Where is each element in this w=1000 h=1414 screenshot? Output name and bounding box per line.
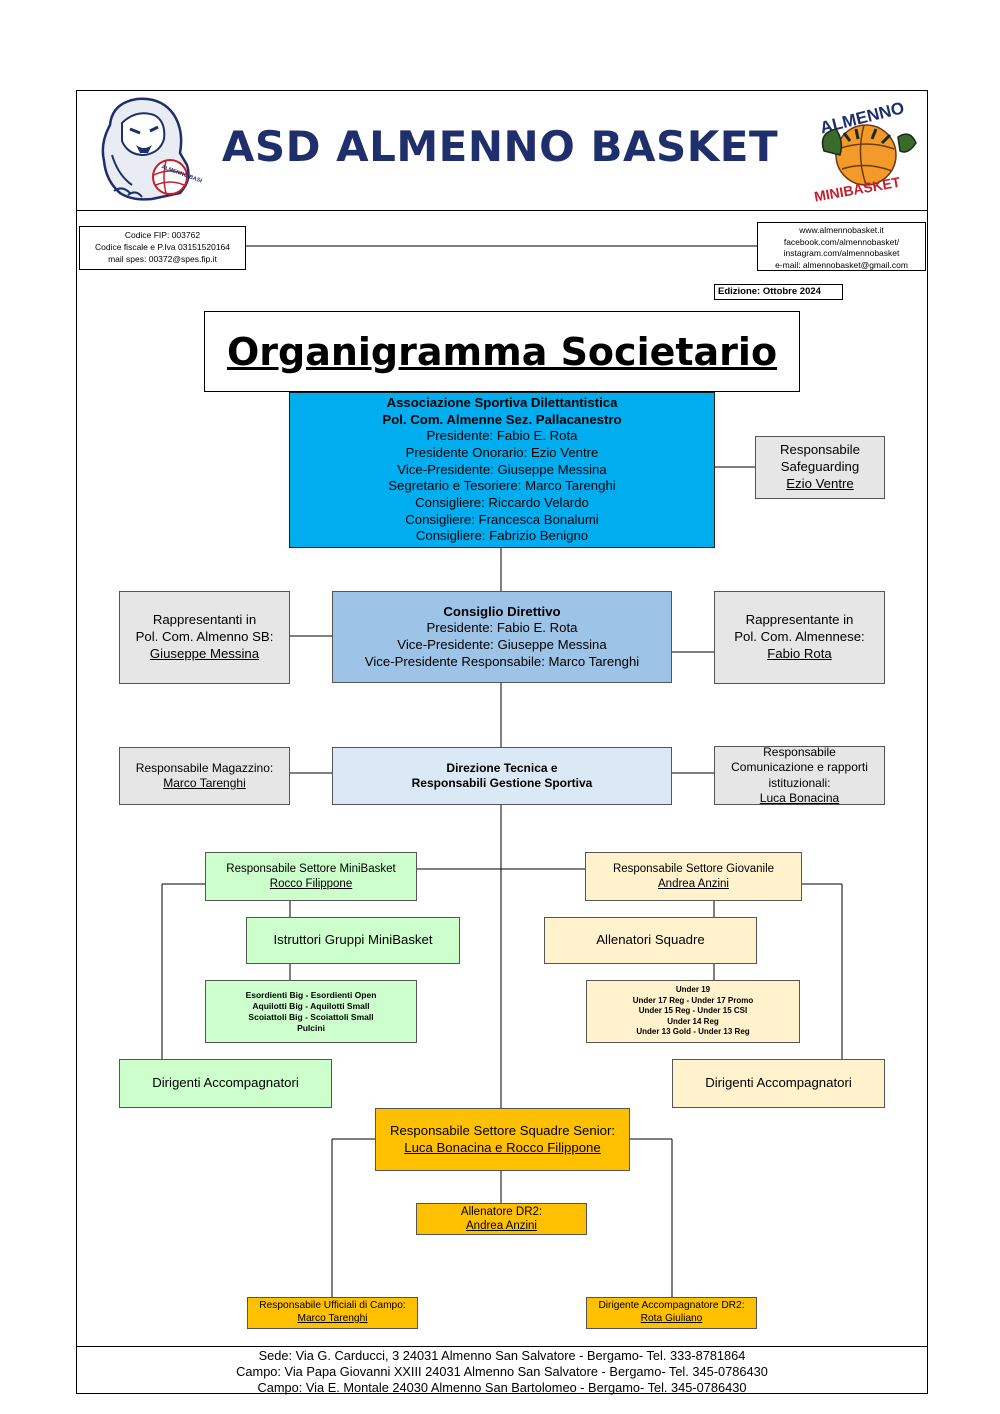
dirigenti-giovanile-label: Dirigenti Accompagnatori bbox=[705, 1075, 852, 1091]
asd-line: Consigliere: Francesca Bonalumi bbox=[405, 511, 599, 527]
consiglio-line: Presidente: Fabio E. Rota bbox=[426, 620, 578, 636]
dirigente-dr2-name: Rota Giuliano bbox=[640, 1313, 703, 1324]
footer-campo-1: Campo: Via Papa Giovanni XXIII 24031 Alm… bbox=[236, 1364, 768, 1379]
dirigenti-giovanile-box: Dirigenti Accompagnatori bbox=[672, 1059, 885, 1108]
asd-line: Segretario e Tesoriere: Marco Tarenghi bbox=[388, 478, 616, 494]
footer-addresses: Sede: Via G. Carducci, 3 24031 Almenno S… bbox=[76, 1348, 928, 1396]
club-contacts-box: www.almennobasket.it facebook.com/almenn… bbox=[757, 222, 926, 271]
consiglio-line: Vice-Presidente: Giuseppe Messina bbox=[397, 637, 607, 652]
spes-mail: mail spes: 00372@spes.fip.it bbox=[108, 254, 217, 264]
resp-senior-label: Responsabile Settore Squadre Senior: bbox=[389, 1122, 616, 1138]
safeguarding-label-2: Safeguarding bbox=[780, 459, 860, 475]
comunicazione-box: Responsabile Comunicazione e rapporti is… bbox=[714, 746, 885, 805]
dirigente-dr2-label: Dirigente Accompagnatore DR2: bbox=[598, 1300, 745, 1312]
resp-giovanile-name: Andrea Anzini bbox=[658, 877, 729, 890]
rappr-right-label-1: Rappresentante in bbox=[745, 612, 854, 628]
comunicazione-label-3: istituzionali: bbox=[768, 775, 831, 790]
org-chart-title: Organigramma Societario bbox=[204, 311, 800, 392]
rappr-left-label-2: Pol. Com. Almenno SB: bbox=[135, 629, 274, 645]
rappr-left-name: Giuseppe Messina bbox=[149, 645, 260, 661]
giovanile-group: Under 14 Reg bbox=[667, 1016, 719, 1026]
dirigenti-minibasket-box: Dirigenti Accompagnatori bbox=[119, 1059, 332, 1108]
allenatore-dr2-name: Andrea Anzini bbox=[466, 1220, 537, 1232]
club-codes-box: Codice FIP: 003762 Codice fiscale e P.Iv… bbox=[79, 226, 246, 270]
consiglio-direttivo-box: Consiglio Direttivo Presidente: Fabio E.… bbox=[332, 591, 672, 683]
page-frame bbox=[76, 90, 928, 1394]
rappr-left-label-1: Rappresentanti in bbox=[152, 612, 257, 628]
giovanile-groups-box: Under 19 Under 17 Reg - Under 17 Promo U… bbox=[586, 980, 800, 1043]
asd-line: Consigliere: Fabrizio Benigno bbox=[415, 528, 589, 544]
direzione-label-2: Responsabili Gestione Sportiva bbox=[411, 776, 593, 790]
rappr-right-name: Fabio Rota bbox=[767, 645, 832, 661]
allenatore-dr2-box: Allenatore DR2: Andrea Anzini bbox=[416, 1203, 587, 1235]
resp-senior-box: Responsabile Settore Squadre Senior: Luc… bbox=[375, 1108, 630, 1171]
dirigenti-minibasket-label: Dirigenti Accompagnatori bbox=[152, 1075, 299, 1091]
asd-board-box: Associazione Sportiva Dilettantistica Po… bbox=[289, 392, 715, 548]
page-title: ASD ALMENNO BASKET bbox=[221, 122, 779, 171]
direzione-label-1: Direzione Tecnica e bbox=[446, 761, 558, 775]
giovanile-group: Under 15 Reg - Under 15 CSI bbox=[638, 1006, 748, 1016]
comunicazione-label-2: Comunicazione e rapporti bbox=[731, 760, 868, 774]
allenatore-dr2-label: Allenatore DR2: bbox=[460, 1205, 543, 1218]
resp-ufficiali-label: Responsabile Ufficiali di Campo: bbox=[259, 1300, 406, 1312]
asd-line: Presidente: Fabio E. Rota bbox=[426, 428, 578, 444]
email-link[interactable]: e-mail: almennobasket@gmail.com bbox=[775, 259, 908, 270]
resp-ufficiali-name: Marco Tarenghi bbox=[297, 1313, 368, 1324]
resp-giovanile-label: Responsabile Settore Giovanile bbox=[612, 863, 775, 875]
footer-sede: Sede: Via G. Carducci, 3 24031 Almenno S… bbox=[258, 1348, 746, 1363]
minibasket-group: Aquilotti Big - Aquilotti Small bbox=[252, 1000, 370, 1011]
resp-ufficiali-box: Responsabile Ufficiali di Campo: Marco T… bbox=[247, 1297, 418, 1329]
header-divider bbox=[76, 210, 928, 211]
safeguarding-label-1: Responsabile bbox=[780, 442, 860, 458]
rappresentanti-almenno-sb-box: Rappresentanti in Pol. Com. Almenno SB: … bbox=[119, 591, 290, 684]
giovanile-group: Under 19 bbox=[675, 985, 711, 995]
resp-giovanile-box: Responsabile Settore Giovanile Andrea An… bbox=[585, 852, 802, 901]
minibasket-group: Esordienti Big - Esordienti Open bbox=[245, 989, 377, 1000]
dirigente-dr2-box: Dirigente Accompagnatore DR2: Rota Giuli… bbox=[586, 1297, 757, 1329]
resp-minibasket-label: Responsabile Settore MiniBasket bbox=[226, 863, 396, 875]
asd-title-1: Associazione Sportiva Dilettantistica bbox=[386, 394, 618, 410]
edition-label: Edizione: Ottobre 2024 bbox=[714, 284, 843, 300]
asd-line: Presidente Onorario: Ezio Ventre bbox=[405, 444, 599, 460]
magazzino-label: Responsabile Magazzino: bbox=[135, 761, 274, 775]
fip-code: Codice FIP: 003762 bbox=[124, 230, 201, 240]
facebook-link[interactable]: facebook.com/almennobasket/ bbox=[783, 236, 900, 247]
giovanile-group: Under 17 Reg - Under 17 Promo bbox=[632, 995, 754, 1005]
safeguarding-box: Responsabile Safeguarding Ezio Ventre bbox=[755, 436, 885, 499]
consiglio-line: Vice-Presidente Responsabile: Marco Tare… bbox=[364, 653, 640, 669]
eagle-basketball-logo: ALMENNO MINIBASKET bbox=[806, 93, 924, 208]
allenatori-label: Allenatori Squadre bbox=[596, 932, 705, 948]
allenatori-squadre-box: Allenatori Squadre bbox=[544, 917, 757, 964]
minibasket-group: Pulcini bbox=[297, 1022, 325, 1033]
minibasket-groups-box: Esordienti Big - Esordienti Open Aquilot… bbox=[205, 980, 417, 1043]
safeguarding-name: Ezio Ventre bbox=[786, 475, 854, 491]
magazzino-box: Responsabile Magazzino: Marco Tarenghi bbox=[119, 747, 290, 805]
asd-line: Vice-Presidente: Giuseppe Messina bbox=[397, 461, 607, 477]
rappresentante-almennese-box: Rappresentante in Pol. Com. Almennese: F… bbox=[714, 591, 885, 684]
rappr-right-label-2: Pol. Com. Almennese: bbox=[734, 629, 865, 645]
comunicazione-name: Luca Bonacina bbox=[759, 791, 840, 805]
comunicazione-label-1: Responsabile bbox=[763, 746, 836, 759]
magazzino-name: Marco Tarenghi bbox=[163, 776, 246, 790]
instagram-link[interactable]: instagram.com/almennobasket bbox=[783, 248, 900, 259]
resp-minibasket-name: Rocco Filippone bbox=[269, 877, 353, 890]
panther-mascot-logo: ALMENNO BASKET bbox=[92, 95, 212, 205]
direzione-tecnica-box: Direzione Tecnica e Responsabili Gestion… bbox=[332, 747, 672, 805]
asd-title-2: Pol. Com. Almenne Sez. Pallacanestro bbox=[382, 411, 622, 427]
asd-line: Consigliere: Riccardo Velardo bbox=[415, 495, 589, 511]
minibasket-group: Scoiattoli Big - Scoiattoli Small bbox=[248, 1011, 374, 1022]
website-link[interactable]: www.almennobasket.it bbox=[799, 225, 884, 235]
istruttori-label: Istruttori Gruppi MiniBasket bbox=[273, 932, 433, 948]
tax-code: Codice fiscale e P.Iva 03151520164 bbox=[95, 242, 230, 252]
footer-campo-2: Campo: Via E. Montale 24030 Almenno San … bbox=[257, 1380, 747, 1395]
istruttori-minibasket-box: Istruttori Gruppi MiniBasket bbox=[246, 917, 460, 964]
giovanile-group: Under 13 Gold - Under 13 Reg bbox=[636, 1027, 750, 1037]
resp-minibasket-box: Responsabile Settore MiniBasket Rocco Fi… bbox=[205, 852, 417, 901]
consiglio-title: Consiglio Direttivo bbox=[443, 603, 561, 619]
footer-divider bbox=[76, 1346, 928, 1347]
resp-senior-name: Luca Bonacina e Rocco Filippone bbox=[404, 1139, 601, 1155]
